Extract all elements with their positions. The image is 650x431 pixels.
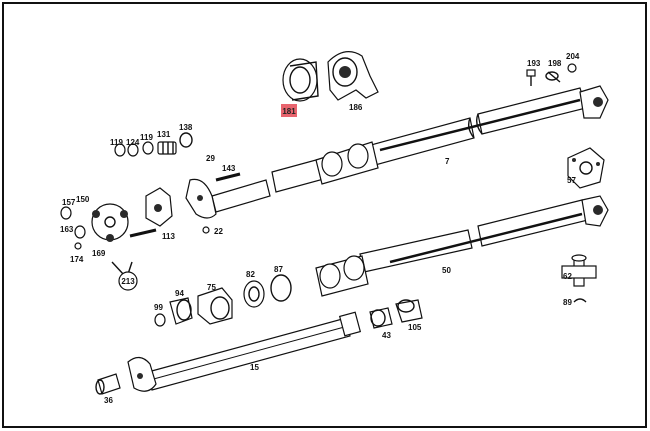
flange-57[interactable]	[567, 147, 605, 189]
callout-36[interactable]: 36	[104, 396, 113, 405]
snap-ring-89[interactable]	[573, 298, 587, 303]
bushing-163[interactable]	[74, 225, 86, 239]
callout-119a[interactable]: 119	[110, 138, 123, 147]
callout-163[interactable]: 163	[60, 225, 74, 234]
callout-43[interactable]: 43	[382, 331, 391, 340]
callout-131[interactable]: 131	[157, 130, 171, 139]
callout-124[interactable]: 124	[126, 138, 140, 147]
seal-119a[interactable]	[114, 143, 126, 157]
housing-75[interactable]	[197, 287, 233, 325]
callout-57[interactable]: 57	[567, 176, 576, 185]
bolt-174[interactable]	[74, 242, 82, 250]
callout-105[interactable]: 105	[408, 323, 422, 332]
bolt-193[interactable]	[526, 69, 536, 86]
callout-204[interactable]: 204	[566, 52, 580, 61]
boot-94[interactable]	[169, 297, 193, 325]
center-bearing-rubber[interactable]	[282, 58, 319, 102]
callout-186[interactable]: 186	[349, 103, 363, 112]
callout-15[interactable]: 15	[250, 363, 259, 372]
ring-87[interactable]	[270, 274, 292, 302]
cap-105[interactable]	[395, 299, 423, 323]
washer-99[interactable]	[154, 313, 166, 327]
callout-157[interactable]: 157	[62, 198, 76, 207]
callout-198[interactable]: 198	[548, 59, 562, 68]
callout-113[interactable]: 113	[162, 232, 175, 241]
callout-75[interactable]: 75	[207, 283, 216, 292]
callout-213[interactable]: 213	[111, 261, 138, 291]
callout-89[interactable]: 89	[563, 298, 572, 307]
shaft-7[interactable]	[271, 85, 609, 193]
seal-119b[interactable]	[142, 141, 154, 155]
callout-169[interactable]: 169	[92, 249, 106, 258]
callout-150[interactable]: 150	[76, 195, 90, 204]
ring-138[interactable]	[179, 132, 193, 148]
callout-174[interactable]: 174	[70, 255, 84, 264]
bushing-157[interactable]	[60, 206, 72, 220]
callout-99[interactable]: 99	[154, 303, 163, 312]
callout-181-label: 181	[282, 107, 296, 116]
nut-22[interactable]	[202, 226, 210, 234]
bolt-143[interactable]	[215, 172, 241, 182]
callout-181[interactable]: 181	[281, 104, 297, 117]
shaft-50[interactable]	[315, 195, 609, 297]
bearing-82[interactable]	[243, 280, 265, 308]
callout-82[interactable]: 82	[246, 270, 255, 279]
clip-198[interactable]	[545, 71, 561, 83]
callout-143[interactable]: 143	[222, 164, 236, 173]
callout-94[interactable]: 94	[175, 289, 184, 298]
universal-joint-62[interactable]	[561, 254, 597, 287]
sleeve-43[interactable]	[369, 307, 393, 329]
callout-50[interactable]: 50	[442, 266, 451, 275]
callout-87[interactable]: 87	[274, 265, 283, 274]
shaft-7-front-tube[interactable]	[185, 178, 271, 219]
callout-193[interactable]: 193	[527, 59, 541, 68]
bushing-36[interactable]	[95, 373, 121, 395]
callout-119b[interactable]: 119	[140, 133, 153, 142]
nut-204[interactable]	[567, 63, 577, 73]
flex-disc-150[interactable]	[91, 203, 129, 242]
callout-62[interactable]: 62	[563, 272, 572, 281]
callout-7[interactable]: 7	[445, 157, 450, 166]
flange-113[interactable]	[129, 187, 173, 238]
callout-29[interactable]: 29	[206, 154, 215, 163]
spring-131[interactable]	[157, 141, 177, 155]
callout-138[interactable]: 138	[179, 123, 193, 132]
shaft-15[interactable]	[127, 311, 362, 392]
center-bearing-bracket[interactable]	[327, 51, 379, 101]
ring-124[interactable]	[127, 143, 139, 157]
callout-213-label: 213	[121, 277, 135, 286]
callout-22[interactable]: 22	[214, 227, 223, 236]
